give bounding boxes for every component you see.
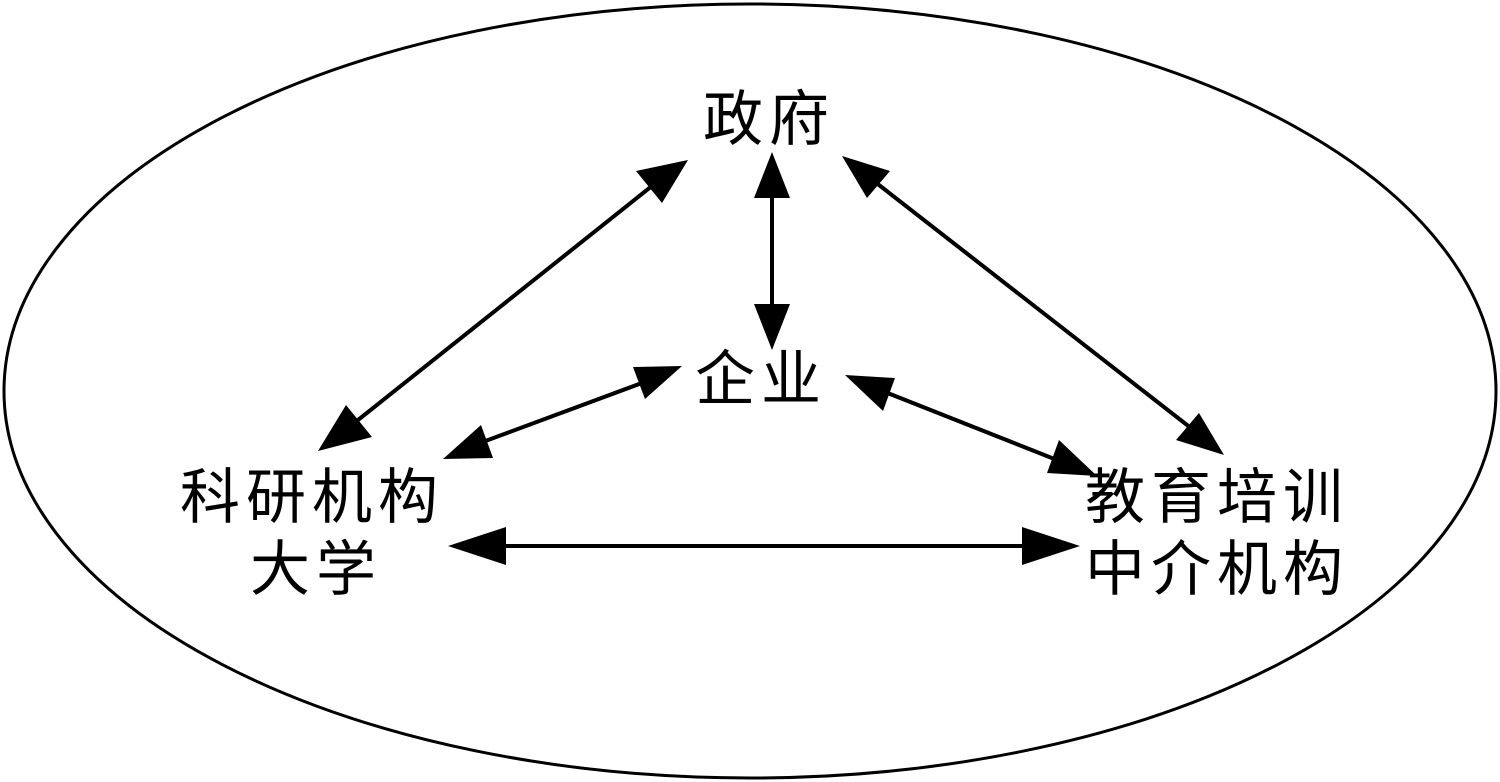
node-research-line1: 科研机构 [180,463,444,533]
edge-government-research [356,176,664,422]
arrowhead-government-education-end [1176,413,1224,455]
edge-enterprise-research [479,378,651,445]
arrowhead-research-education-start [448,527,506,565]
arrowhead-enterprise-education-end [1047,440,1097,476]
node-enterprise: 企业 [695,345,827,415]
node-education-line2: 中介机构 [1085,535,1349,605]
node-research-line2: 大学 [250,535,382,605]
edge-government-education [868,176,1198,434]
nodes: 政府 企业 科研机构 大学 教育培训 中介机构 [180,85,1349,605]
arrowhead-government-research-end [318,405,372,451]
arrowhead-government-enterprise-start [754,152,790,198]
arrowhead-government-education-start [842,156,890,198]
edge-enterprise-education [879,388,1063,464]
node-education-line1: 教育培训 [1085,463,1349,533]
arrowhead-enterprise-research-start [443,425,493,459]
node-government: 政府 [703,85,835,155]
arrowhead-research-education-end [1022,527,1080,565]
edges [318,152,1224,565]
arrowhead-enterprise-research-end [633,366,682,399]
arrowhead-government-research-start [636,160,688,203]
arrowhead-government-enterprise-end [754,304,790,350]
arrowhead-enterprise-education-start [845,375,895,411]
